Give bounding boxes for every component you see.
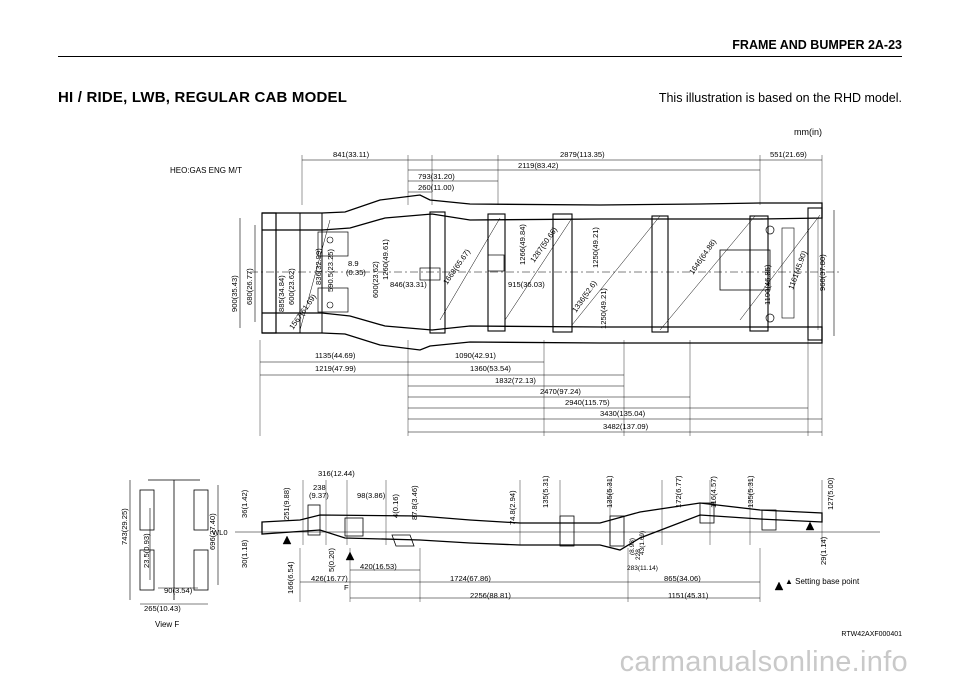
dim-top-label: 260(11.00) — [418, 183, 455, 192]
side-dim-label: 135(5.31) — [746, 475, 755, 508]
view-f-caption: View F — [155, 620, 179, 629]
side-dim-label: 116(4.57) — [709, 476, 718, 508]
dim-left-label: 680(26.77) — [245, 268, 254, 305]
page-title: HI / RIDE, LWB, REGULAR CAB MODEL — [58, 89, 348, 106]
side-dim-label: 74.8(2.94) — [508, 490, 517, 525]
dim-left-label: 900(35.43) — [230, 275, 239, 312]
dim-inner-label: 1266(49.84) — [518, 224, 527, 265]
side-dim-label: 135(5.31) — [605, 475, 614, 508]
dimension-labels: 841(33.11) 2879(113.35) 551(21.69) 2119(83.… — [120, 150, 860, 629]
dim-top-label: 2879(113.35) — [560, 150, 605, 159]
side-dim-label: 98(3.86) — [357, 491, 386, 500]
rhd-note: This illustration is based on the RHD mo… — [658, 91, 902, 105]
dim-top-label: 2119(83.42) — [518, 161, 559, 170]
dim-bottom-label: 2470(97.24) — [540, 387, 581, 396]
side-dim-label: 135(5.31) — [541, 475, 550, 508]
side-dim-label: 166(6.54) — [286, 561, 295, 594]
view-f-label: 90(3.54) — [164, 586, 193, 595]
view-f-label: 743(29.25) — [120, 508, 129, 545]
side-dim-label: 36(1.42) — [240, 489, 249, 518]
dim-inner-label: 1336(52.6) — [570, 279, 599, 315]
view-f-label: 265(10.43) — [144, 604, 181, 613]
dim-bottom-label: 1219(47.99) — [315, 364, 356, 373]
side-dim-label: 1151(45.31) — [668, 591, 709, 600]
dim-inner-label: 1190(46.85) — [763, 264, 772, 305]
side-dim-label: 865(34.06) — [664, 574, 701, 583]
dim-inner-label: 1668(65.67) — [441, 247, 472, 286]
side-dim-label: 420(16.53) — [360, 562, 397, 571]
unit-label: mm(in) — [794, 127, 822, 137]
dim-bottom-label: 2940(115.75) — [565, 398, 610, 407]
side-dim-label: 87.8(3.46) — [410, 485, 419, 520]
view-f-label: 23.5(0.93) — [142, 533, 151, 568]
side-dim-label: 29(1.14) — [819, 536, 828, 565]
dim-inner-label: 1161(45.90) — [786, 249, 808, 290]
dim-inner-label: 8.9 — [348, 259, 359, 268]
view-f-label: 696(27.40) — [208, 513, 217, 550]
side-dim-label: 238 — [313, 483, 326, 492]
side-dim-label: 251(9.88) — [282, 487, 291, 520]
setting-base-legend: ▲ Setting base point — [785, 577, 860, 586]
side-dim-label: 4(0.16) — [391, 493, 400, 518]
side-dim-label: 5(0.20) — [327, 547, 336, 572]
side-dim-label: 1724(67.86) — [450, 574, 491, 583]
dim-inner-label: 885(34.84) — [277, 275, 286, 312]
figure-code: RTW42AXF000401 — [841, 631, 902, 638]
dim-inner-label: 1250(49.21) — [591, 227, 600, 268]
side-dim-label: F — [344, 583, 349, 592]
side-dim-label: 43(1.69) — [639, 531, 646, 555]
dim-bottom-label: 1360(53.54) — [470, 364, 511, 373]
dim-inner-label: 1250(49.21) — [599, 288, 608, 329]
dim-inner-label: (0.35) — [346, 268, 366, 277]
dim-inner-label: 590.5(23.25) — [326, 248, 335, 292]
side-dim-label: 228 — [635, 549, 642, 560]
side-dim-label: 426(16.77) — [311, 574, 348, 583]
dim-bottom-label: 3482(137.09) — [603, 422, 649, 431]
side-dim-label: (9.37) — [309, 491, 329, 500]
dim-inner-label: 1260(49.61) — [381, 239, 390, 280]
dim-inner-label: 836(32.99) — [314, 248, 323, 285]
side-dim-label: (8.98) — [629, 538, 636, 555]
side-dim-label: 172(6.77) — [674, 475, 683, 508]
dim-inner-label: 960(37.80) — [818, 254, 827, 291]
engine-label: HEO:GAS ENG M/T — [170, 166, 243, 175]
side-dim-label: WL0 — [212, 528, 228, 537]
header-rule — [58, 56, 902, 57]
dim-bottom-label: 3430(135.04) — [600, 409, 646, 418]
dim-top-label: 793(31.20) — [418, 172, 455, 181]
dim-bottom-label: 1832(72.13) — [495, 376, 536, 385]
frame-geometry — [129, 155, 880, 605]
side-dim-label: 283(11.14) — [627, 565, 658, 572]
dim-inner-label: 846(33.31) — [390, 280, 427, 289]
side-dim-label: 127(5.00) — [826, 477, 835, 510]
dim-top-label: 841(33.11) — [333, 150, 370, 159]
dim-inner-label: 915(36.03) — [508, 280, 545, 289]
dim-bottom-label: 1135(44.69) — [315, 351, 356, 360]
dim-bottom-label: 1090(42.91) — [455, 351, 496, 360]
side-dim-label: 316(12.44) — [318, 469, 355, 478]
watermark: carmanualsonline.info — [619, 646, 908, 678]
dim-inner-label: 600(23.62) — [371, 261, 380, 298]
dim-inner-label: 600(23.62) — [287, 268, 296, 305]
dim-inner-label: 1646(64.88) — [687, 237, 718, 276]
section-header: FRAME AND BUMPER 2A-23 — [732, 38, 902, 52]
side-dim-label: 30(1.18) — [240, 539, 249, 568]
dim-top-label: 551(21.69) — [770, 150, 807, 159]
side-dim-label: 2256(88.81) — [470, 591, 511, 600]
